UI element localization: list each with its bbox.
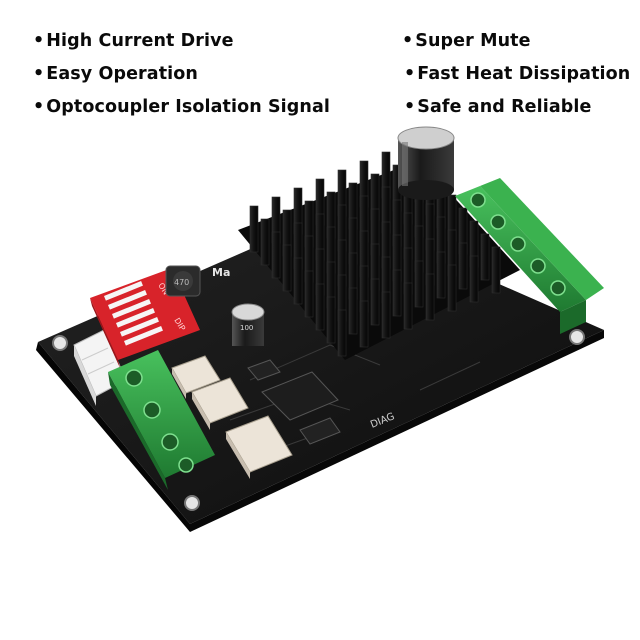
heatsink-fin [282, 244, 292, 292]
heatsink-fin [458, 242, 468, 290]
heatsink-fin [293, 257, 303, 305]
optocoupler-2 [191, 377, 249, 430]
feature-left-3: •Optocoupler Isolation Signal [33, 97, 330, 117]
heatsink-fin [491, 246, 501, 294]
heatsink-fin [403, 282, 413, 330]
optocoupler-3 [225, 415, 293, 479]
optocoupler-1 [171, 355, 221, 399]
feature-left-1: •High Current Drive [33, 31, 234, 51]
heatsink-fin [249, 205, 259, 253]
heatsink [238, 142, 520, 360]
heatsink-fin [370, 278, 380, 326]
heatsink-fin [260, 218, 270, 266]
heatsink-fin [469, 255, 479, 303]
heatsink-fin [447, 264, 457, 312]
cap-label: 100 [240, 324, 253, 332]
inductor-label: 470 [174, 278, 189, 287]
heatsink-fin [381, 291, 391, 339]
green-terminal-left [108, 350, 215, 490]
ic-chips [247, 359, 341, 445]
heatsink-fin [480, 233, 490, 281]
heatsink-fin [436, 251, 446, 299]
feature-right-2: •Fast Heat Dissipation [404, 64, 631, 84]
heatsink-fin [337, 309, 347, 357]
heatsink-fin [326, 296, 336, 344]
feature-right-1: •Super Mute [402, 31, 531, 51]
heatsink-fin [392, 269, 402, 317]
heatsink-fin [425, 273, 435, 321]
small-capacitor: 100 [231, 303, 265, 346]
feature-right-3: •Safe and Reliable [404, 97, 592, 117]
inductor: 470 [165, 265, 201, 297]
large-capacitor [397, 126, 455, 200]
optocouplers [171, 355, 293, 479]
heatsink-fin [271, 231, 281, 279]
heatsink-fin [359, 300, 369, 348]
heatsink-fin [304, 270, 314, 318]
heatsink-fin [315, 283, 325, 331]
heatsink-fin [348, 287, 358, 335]
brand-partial: Ma [212, 266, 230, 279]
heatsink-fin [414, 260, 424, 308]
feature-left-2: •Easy Operation [33, 64, 198, 84]
green-terminal-right [455, 178, 604, 334]
